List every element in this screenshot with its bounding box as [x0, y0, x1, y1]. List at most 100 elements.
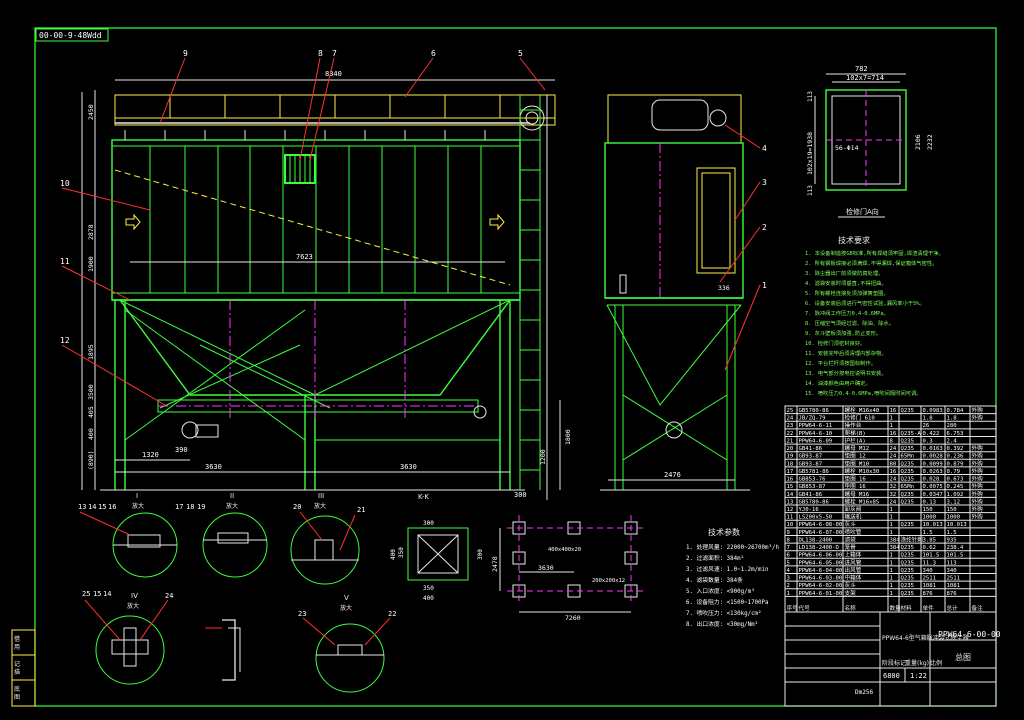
bom-cell: 灰斗	[845, 520, 857, 528]
bom-cell: 1	[890, 591, 893, 597]
bom-cell: 0.673	[947, 477, 964, 483]
svg-text:400: 400	[390, 549, 397, 560]
bom-cell: 垫圈 16	[845, 475, 866, 483]
bom-cell: 2	[787, 583, 790, 589]
bom-cell: 9	[787, 530, 790, 536]
bom-cell: LD138-2400-D	[799, 545, 840, 551]
access-door-inset: 782 102x7=714 102x19=1938 2106 2232 113 …	[806, 65, 934, 218]
bom-cell: Q235	[901, 591, 914, 597]
bom-cell: 出风管	[845, 566, 862, 574]
svg-text:7: 7	[332, 49, 337, 58]
svg-text:4. 滤袋数量: 384条: 4. 滤袋数量: 384条	[686, 576, 743, 584]
svg-text:1900: 1900	[87, 256, 95, 272]
bom-cell: 垫圈 16	[845, 482, 866, 490]
svg-text:底: 底	[14, 685, 20, 693]
bom-cell: 1	[890, 560, 893, 566]
svg-text:11. 安装完毕后须清理内部杂物。: 11. 安装完毕后须清理内部杂物。	[805, 349, 887, 357]
bom-cell: 101.5	[947, 553, 964, 559]
spec-title: 技术参数	[708, 527, 740, 537]
bom-cell: Q235	[901, 522, 914, 528]
bom-cell: 21	[787, 438, 794, 444]
bom-cell: 17	[787, 469, 794, 475]
bom-cell: 外购	[972, 406, 984, 414]
bom-cell: 65Mn	[901, 454, 914, 460]
svg-text:3630: 3630	[400, 463, 417, 471]
bom-cell: 滤袋	[845, 535, 857, 543]
bom-cell: 3.12	[947, 499, 960, 505]
bom-cell: Q235	[901, 583, 914, 589]
side-elevation: 2476 336	[600, 94, 750, 491]
bom-cell: PPW64-6-06-00	[799, 553, 843, 559]
bom-cell: 0.0163	[923, 446, 943, 452]
svg-text:II: II	[230, 492, 234, 500]
bom-cell: Q235	[901, 477, 914, 483]
svg-text:V: V	[344, 594, 349, 602]
bom-cell: 26	[923, 423, 930, 429]
svg-text:7. 喷吹压力: <130kg/cm²: 7. 喷吹压力: <130kg/cm²	[686, 609, 762, 617]
bom-header-cell: 代号	[799, 604, 811, 612]
bom-cell: 笼骨	[845, 543, 857, 551]
bom-cell: 113	[947, 560, 957, 566]
bom-cell: 10	[787, 522, 794, 528]
svg-text:56-Φ14: 56-Φ14	[835, 144, 859, 152]
technical-parameters: 技术参数 1. 处理风量: 22000~26700m³/h 2. 过滤面积: 3…	[686, 527, 779, 628]
bom-cell: 1	[890, 568, 893, 574]
bom-cell: 16	[890, 408, 897, 414]
bom-cell: 支架	[845, 589, 857, 597]
bom-cell: 爬梯(B)	[845, 429, 866, 437]
detail-views: 13 14 15 16 I 放大 17 18 19 II 放大 20 21 II…	[78, 492, 484, 693]
bom-cell: 0.0099	[923, 461, 943, 467]
bom-cell: 10.013	[947, 522, 967, 528]
bom-cell: 0.79	[947, 469, 960, 475]
bom-cell: 13	[787, 499, 794, 505]
svg-text:17: 17	[175, 503, 183, 511]
bom-cell: 23	[787, 423, 794, 429]
bom-cell: GB93-87	[799, 454, 823, 460]
svg-text:3630: 3630	[538, 564, 554, 572]
svg-text:1:22: 1:22	[910, 672, 927, 680]
svg-text:2. 所有钢板焊接必须满焊,不得漏焊,保证箱体气密性。: 2. 所有钢板焊接必须满焊,不得漏焊,保证箱体气密性。	[805, 259, 937, 267]
svg-text:14. 油漆颜色由用户确定。: 14. 油漆颜色由用户确定。	[805, 379, 871, 387]
svg-text:24: 24	[165, 592, 173, 600]
bom-cell: 22	[787, 431, 794, 437]
bom-cell: 操作台	[845, 421, 862, 429]
bom-cell: PPW64-6-01-00	[799, 591, 843, 597]
bom-cell: 螺栓 M16x85	[845, 497, 880, 505]
bom-cell: 24	[890, 446, 897, 452]
svg-text:7. 脉冲阀工作压力0.4-0.6MPa。: 7. 脉冲阀工作压力0.4-0.6MPa。	[805, 309, 889, 317]
bom-header-cell: 序号	[787, 604, 799, 612]
bom-cell: 1000	[923, 515, 936, 521]
bom-cell: 0.879	[947, 461, 964, 467]
bom-cell: JB/ZQ-79	[799, 416, 826, 422]
svg-text:2106: 2106	[914, 134, 922, 150]
svg-text:2878: 2878	[87, 224, 95, 240]
svg-text:1800: 1800	[564, 429, 572, 445]
bom-cell: Q235	[901, 553, 914, 559]
bom-cell: PPW64-6-02-00	[799, 583, 843, 589]
left-strip: 借 用 记 描 底 图	[14, 635, 20, 701]
svg-text:405: 405	[87, 406, 95, 418]
front-dimensions: 8340 7623 2450 2878 1900 1895 3500 405 4…	[81, 70, 572, 499]
bom-cell: 1.8	[947, 416, 958, 422]
svg-text:7623: 7623	[296, 253, 313, 261]
foundation-plan: 2478 3630 7260 400x400x20 200x200x12	[491, 515, 643, 622]
svg-text:5. 入口浓度: <900g/m³: 5. 入口浓度: <900g/m³	[686, 587, 755, 595]
svg-text:8. 出口浓度: <30mg/Nm³: 8. 出口浓度: <30mg/Nm³	[686, 620, 758, 628]
svg-text:102x7=714: 102x7=714	[846, 74, 884, 82]
bom-cell: 6	[787, 553, 790, 559]
svg-text:18: 18	[186, 503, 194, 511]
bom-header-cell: 材料	[901, 604, 913, 612]
bom-cell: Q235	[901, 568, 914, 574]
bom-cell: 935	[947, 537, 957, 543]
callouts-side: 4 3 2 1	[719, 124, 767, 371]
bom-cell: 1	[890, 553, 893, 559]
bom-cell: 32	[890, 492, 897, 498]
svg-text:重量(kg): 重量(kg)	[905, 659, 929, 667]
bom-cell: 19	[787, 454, 794, 460]
bom-cell: Q235	[901, 560, 914, 566]
bom-cell: 1.5	[923, 530, 933, 536]
svg-text:Dm256: Dm256	[855, 689, 873, 696]
drawing-number: PPW64-6-00-00	[938, 630, 1001, 639]
bom-cell: 10.013	[923, 522, 943, 528]
